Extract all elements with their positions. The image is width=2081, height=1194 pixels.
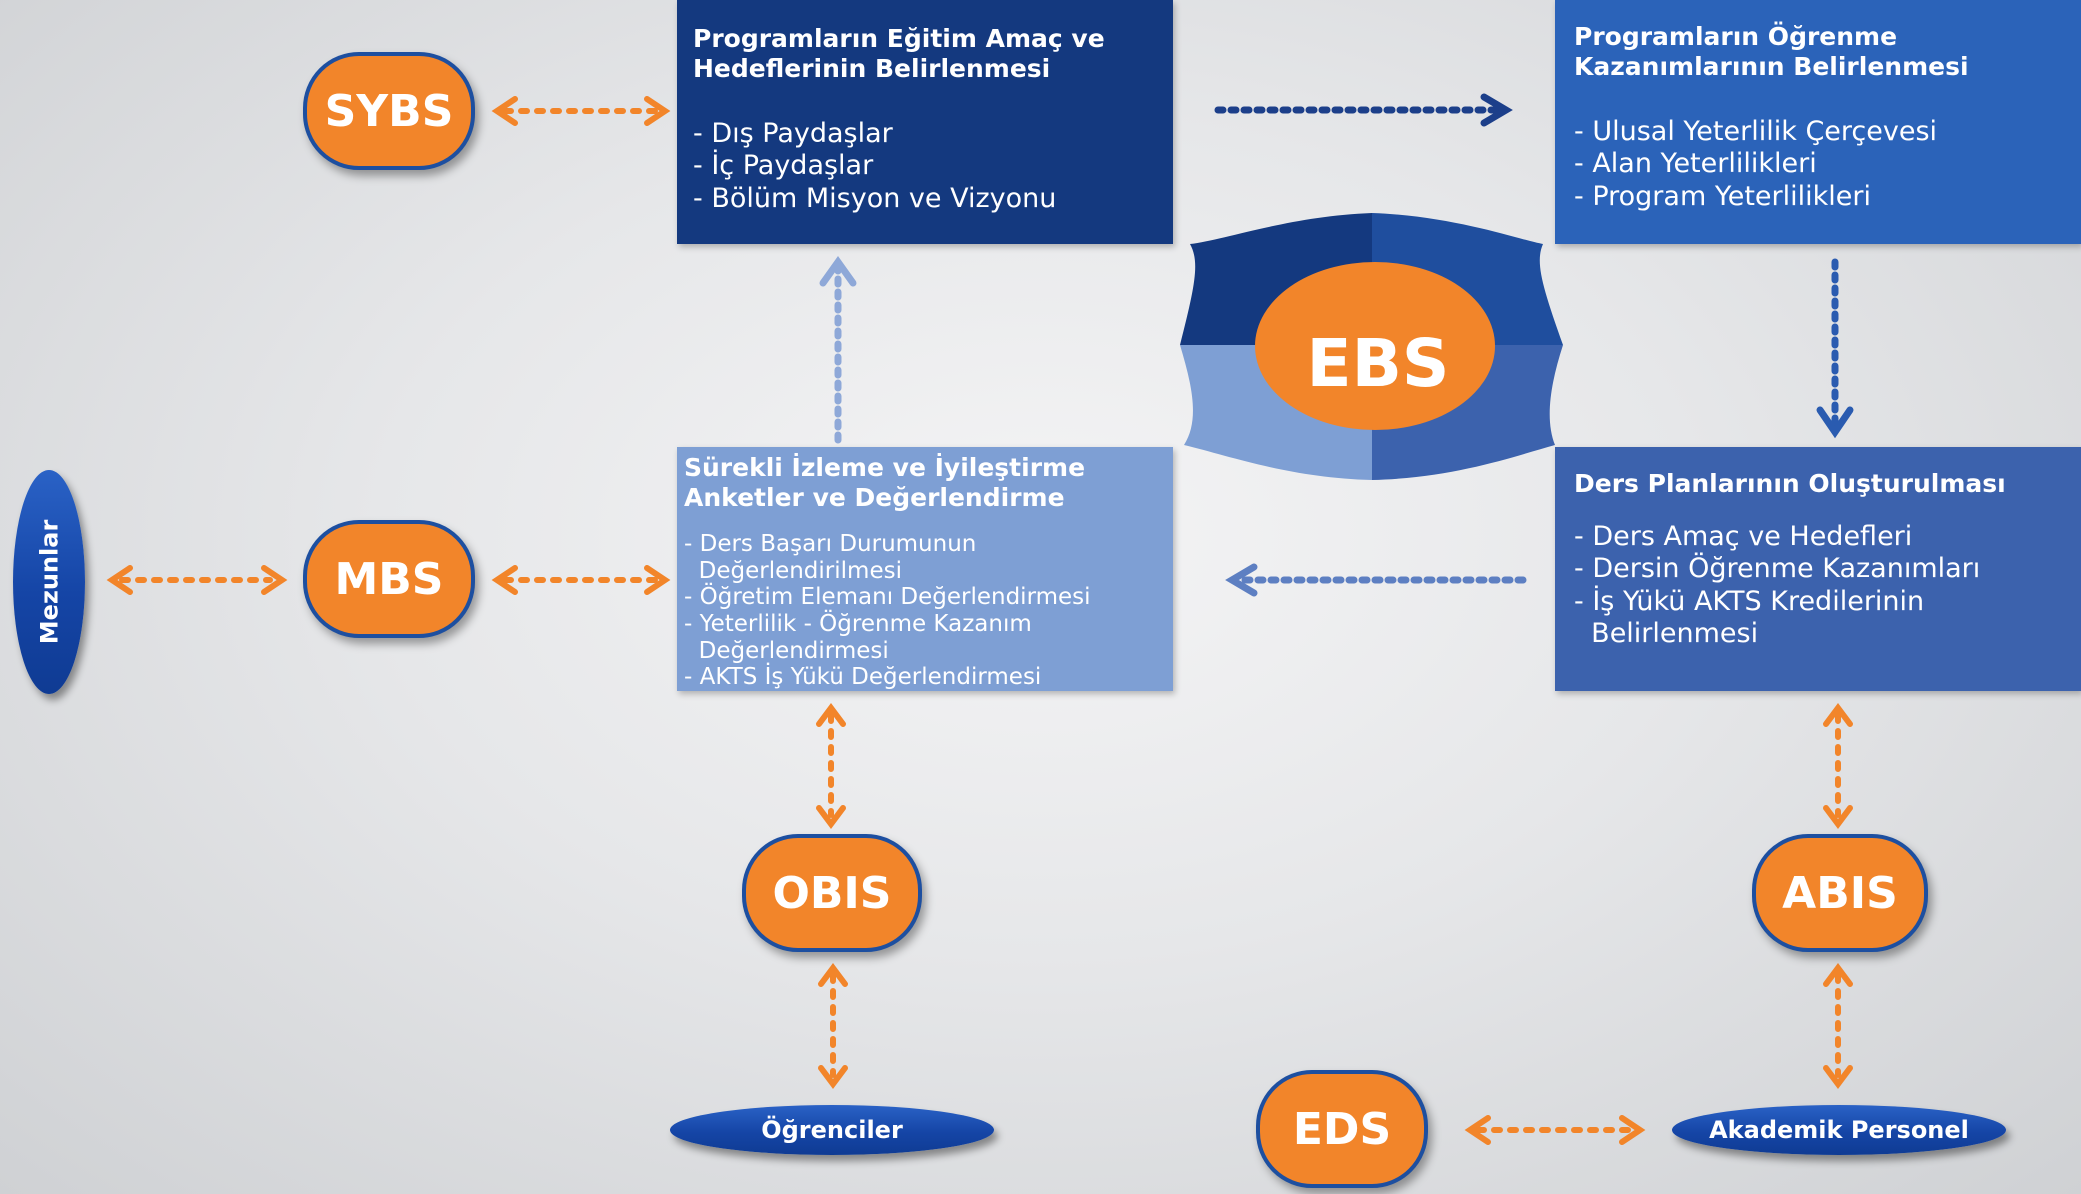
arrow-abis-akademik-personel — [1823, 963, 1853, 1089]
akademik-personel-oval: Akademik Personel — [1672, 1105, 2006, 1155]
list-item: Değerlendirilmesi — [684, 557, 902, 584]
mbs-badge[interactable]: MBS — [303, 520, 475, 638]
learning-outcomes-title: Programların Öğrenme Kazanımlarının Beli… — [1574, 22, 1969, 81]
ogrenciler-label: Öğrenciler — [761, 1116, 903, 1144]
list-item: - Bölüm Misyon ve Vizyonu — [693, 182, 1057, 214]
eds-badge[interactable]: EDS — [1256, 1070, 1428, 1188]
list-item: - Dersin Öğrenme Kazanımları — [1574, 553, 1981, 585]
arrow-mezunlar-mbs — [106, 565, 288, 595]
arrow-goals-to-outcomes — [1214, 93, 1513, 127]
program-goals-box: Programların Eğitim Amaç ve Hedeflerinin… — [677, 0, 1173, 244]
ogrenciler-oval: Öğrenciler — [670, 1105, 994, 1155]
list-item: - Öğretim Elemanı Değerlendirmesi — [684, 584, 1091, 611]
arrow-sybs-program-goals — [491, 96, 671, 126]
list-item: - Program Yeterlilikleri — [1574, 180, 1871, 212]
monitoring-list: - Ders Başarı Durumunun Değerlendirilmes… — [684, 531, 1159, 691]
monitoring-box: Sürekli İzleme ve İyileştirme Anketler v… — [677, 447, 1173, 691]
obis-badge[interactable]: OBIS — [742, 834, 922, 952]
ebs-gear — [1180, 213, 1563, 480]
program-goals-title: Programların Eğitim Amaç ve Hedeflerinin… — [693, 24, 1105, 83]
list-item: - Dış Paydaşlar — [693, 118, 893, 149]
list-item: - Ulusal Yeterlilik Çerçevesi — [1574, 116, 1938, 147]
blue-arrows — [819, 93, 1854, 597]
list-item: - Ders Başarı Durumunun — [684, 531, 977, 557]
mezunlar-oval: Mezunlar — [13, 470, 85, 694]
arrow-monitoring-to-goals — [819, 255, 857, 444]
abis-badge[interactable]: ABIS — [1752, 834, 1928, 952]
mezunlar-label: Mezunlar — [35, 519, 63, 645]
list-item: - Ders Amaç ve Hedefleri — [1574, 521, 1913, 552]
monitoring-title: Sürekli İzleme ve İyileştirme Anketler v… — [684, 453, 1086, 512]
course-plans-title: Ders Planlarının Oluşturulması — [1574, 469, 2006, 498]
akademik-personel-label: Akademik Personel — [1709, 1116, 1969, 1144]
arrow-obis-ogrenciler — [818, 963, 848, 1089]
course-plans-box: Ders Planlarının Oluşturulması - Ders Am… — [1555, 447, 2081, 691]
sybs-badge[interactable]: SYBS — [303, 52, 475, 170]
course-plans-list: - Ders Amaç ve Hedefleri - Dersin Öğrenm… — [1574, 521, 2061, 651]
learning-outcomes-box: Programların Öğrenme Kazanımlarının Beli… — [1555, 0, 2081, 244]
ebs-center-circle — [1255, 262, 1495, 430]
arrow-eds-akademik-personel — [1464, 1115, 1646, 1145]
arrow-mbs-monitoring — [491, 565, 671, 595]
program-goals-list: - Dış Paydaşlar - İç Paydaşlar - Bölüm M… — [693, 118, 1157, 215]
list-item: - İş Yükü AKTS Kredilerinin — [1574, 585, 1925, 617]
list-item: Değerlendirmesi — [684, 637, 889, 664]
list-item: Belirlenmesi — [1574, 618, 1759, 650]
arrow-course-plans-to-monitoring — [1225, 563, 1527, 597]
arrow-course-plans-abis — [1823, 703, 1853, 829]
ebs-label[interactable]: EBS — [1306, 324, 1450, 402]
orange-arrows — [106, 96, 1853, 1145]
arrow-monitoring-obis — [816, 703, 846, 829]
list-item: - Yeterlilik - Öğrenme Kazanım — [684, 611, 1032, 638]
list-item: - AKTS İş Yükü Değerlendirmesi — [684, 664, 1042, 691]
arrow-outcomes-to-course-plans — [1816, 258, 1854, 439]
list-item: - İç Paydaşlar — [693, 150, 874, 182]
learning-outcomes-list: - Ulusal Yeterlilik Çerçevesi - Alan Yet… — [1574, 116, 2061, 213]
list-item: - Alan Yeterlilikleri — [1574, 148, 1817, 180]
